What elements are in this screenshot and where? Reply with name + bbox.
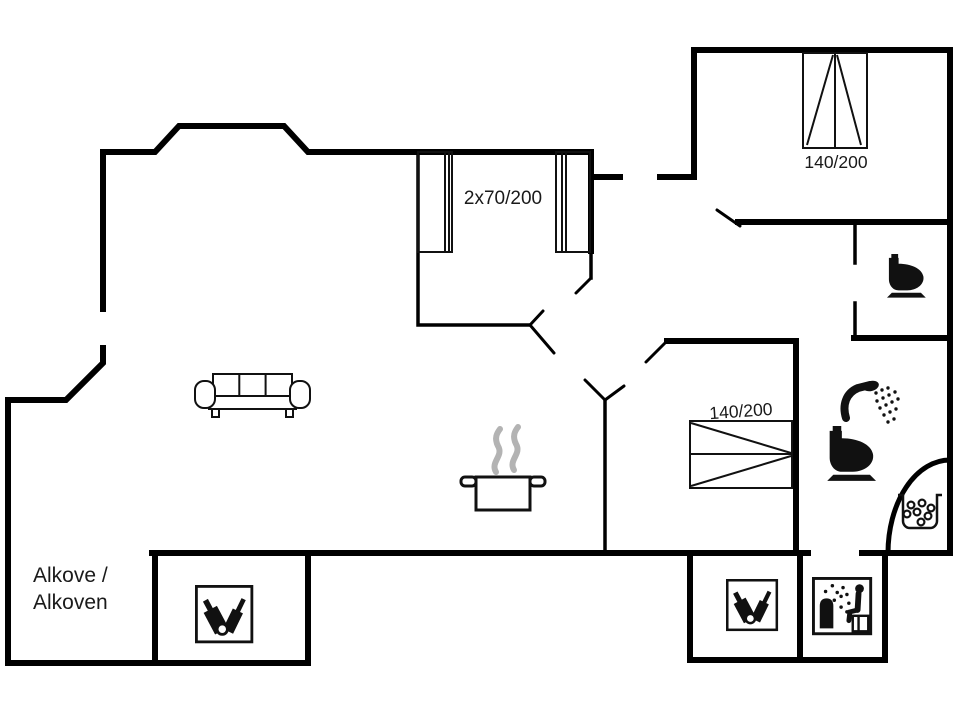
wall-alcove [5, 345, 311, 666]
bed-double-middle [689, 420, 793, 489]
twin-beds [417, 151, 591, 253]
toilet-icon-middle [827, 426, 877, 481]
shower-spray-dots [874, 386, 900, 424]
sofa-icon [194, 373, 311, 418]
door-swing [528, 323, 556, 355]
spa-bubbles-icon [898, 493, 942, 530]
door-swing [574, 276, 593, 295]
bottles-icon-left [195, 584, 254, 644]
label-bed-top-right: 140/200 [804, 152, 868, 172]
door-swing [603, 384, 626, 402]
sauna-steam-dots [823, 583, 851, 614]
bed-double-top-right [802, 52, 868, 149]
bottles-icon-right [726, 579, 779, 632]
wall-annex-rooms [687, 550, 888, 663]
door-swings [528, 208, 742, 402]
wall-bedroom-mid [664, 338, 799, 556]
bed-single-right [555, 151, 591, 253]
cooking-pot-icon [459, 475, 547, 512]
label-twin-beds: 2x70/200 [464, 188, 542, 209]
door-swing [644, 339, 669, 364]
sauna-icon [812, 577, 873, 636]
label-alcove-line2: Alkoven [33, 591, 108, 614]
door-swing [528, 309, 545, 327]
sauna-heater [819, 598, 834, 629]
door-swing [583, 378, 607, 402]
label-alcove-line1: Alkove / [33, 564, 108, 587]
wall-kitchen [416, 150, 532, 327]
shower-icon [840, 380, 900, 424]
toilet-icon-top [886, 254, 926, 298]
curved-wall-spa-corner [885, 457, 951, 554]
wall-top-left-bay [100, 123, 594, 312]
steam-icon [491, 424, 521, 475]
door-swing [715, 208, 742, 228]
wall-entry-right-block [657, 47, 953, 556]
label-bed-middle: 140/200 [709, 399, 774, 423]
bed-single-left [417, 151, 453, 253]
sauna-person [846, 584, 870, 633]
